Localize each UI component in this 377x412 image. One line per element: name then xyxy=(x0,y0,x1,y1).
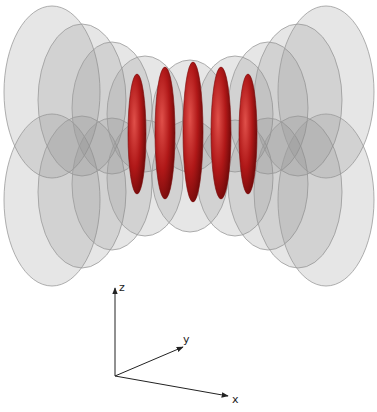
axis-label: z xyxy=(119,282,125,293)
beam-discs xyxy=(4,6,374,286)
axis-label: x xyxy=(232,394,239,405)
axis-label: y xyxy=(183,334,190,345)
coordinate-axes xyxy=(115,288,228,396)
atom-clouds xyxy=(128,62,257,202)
